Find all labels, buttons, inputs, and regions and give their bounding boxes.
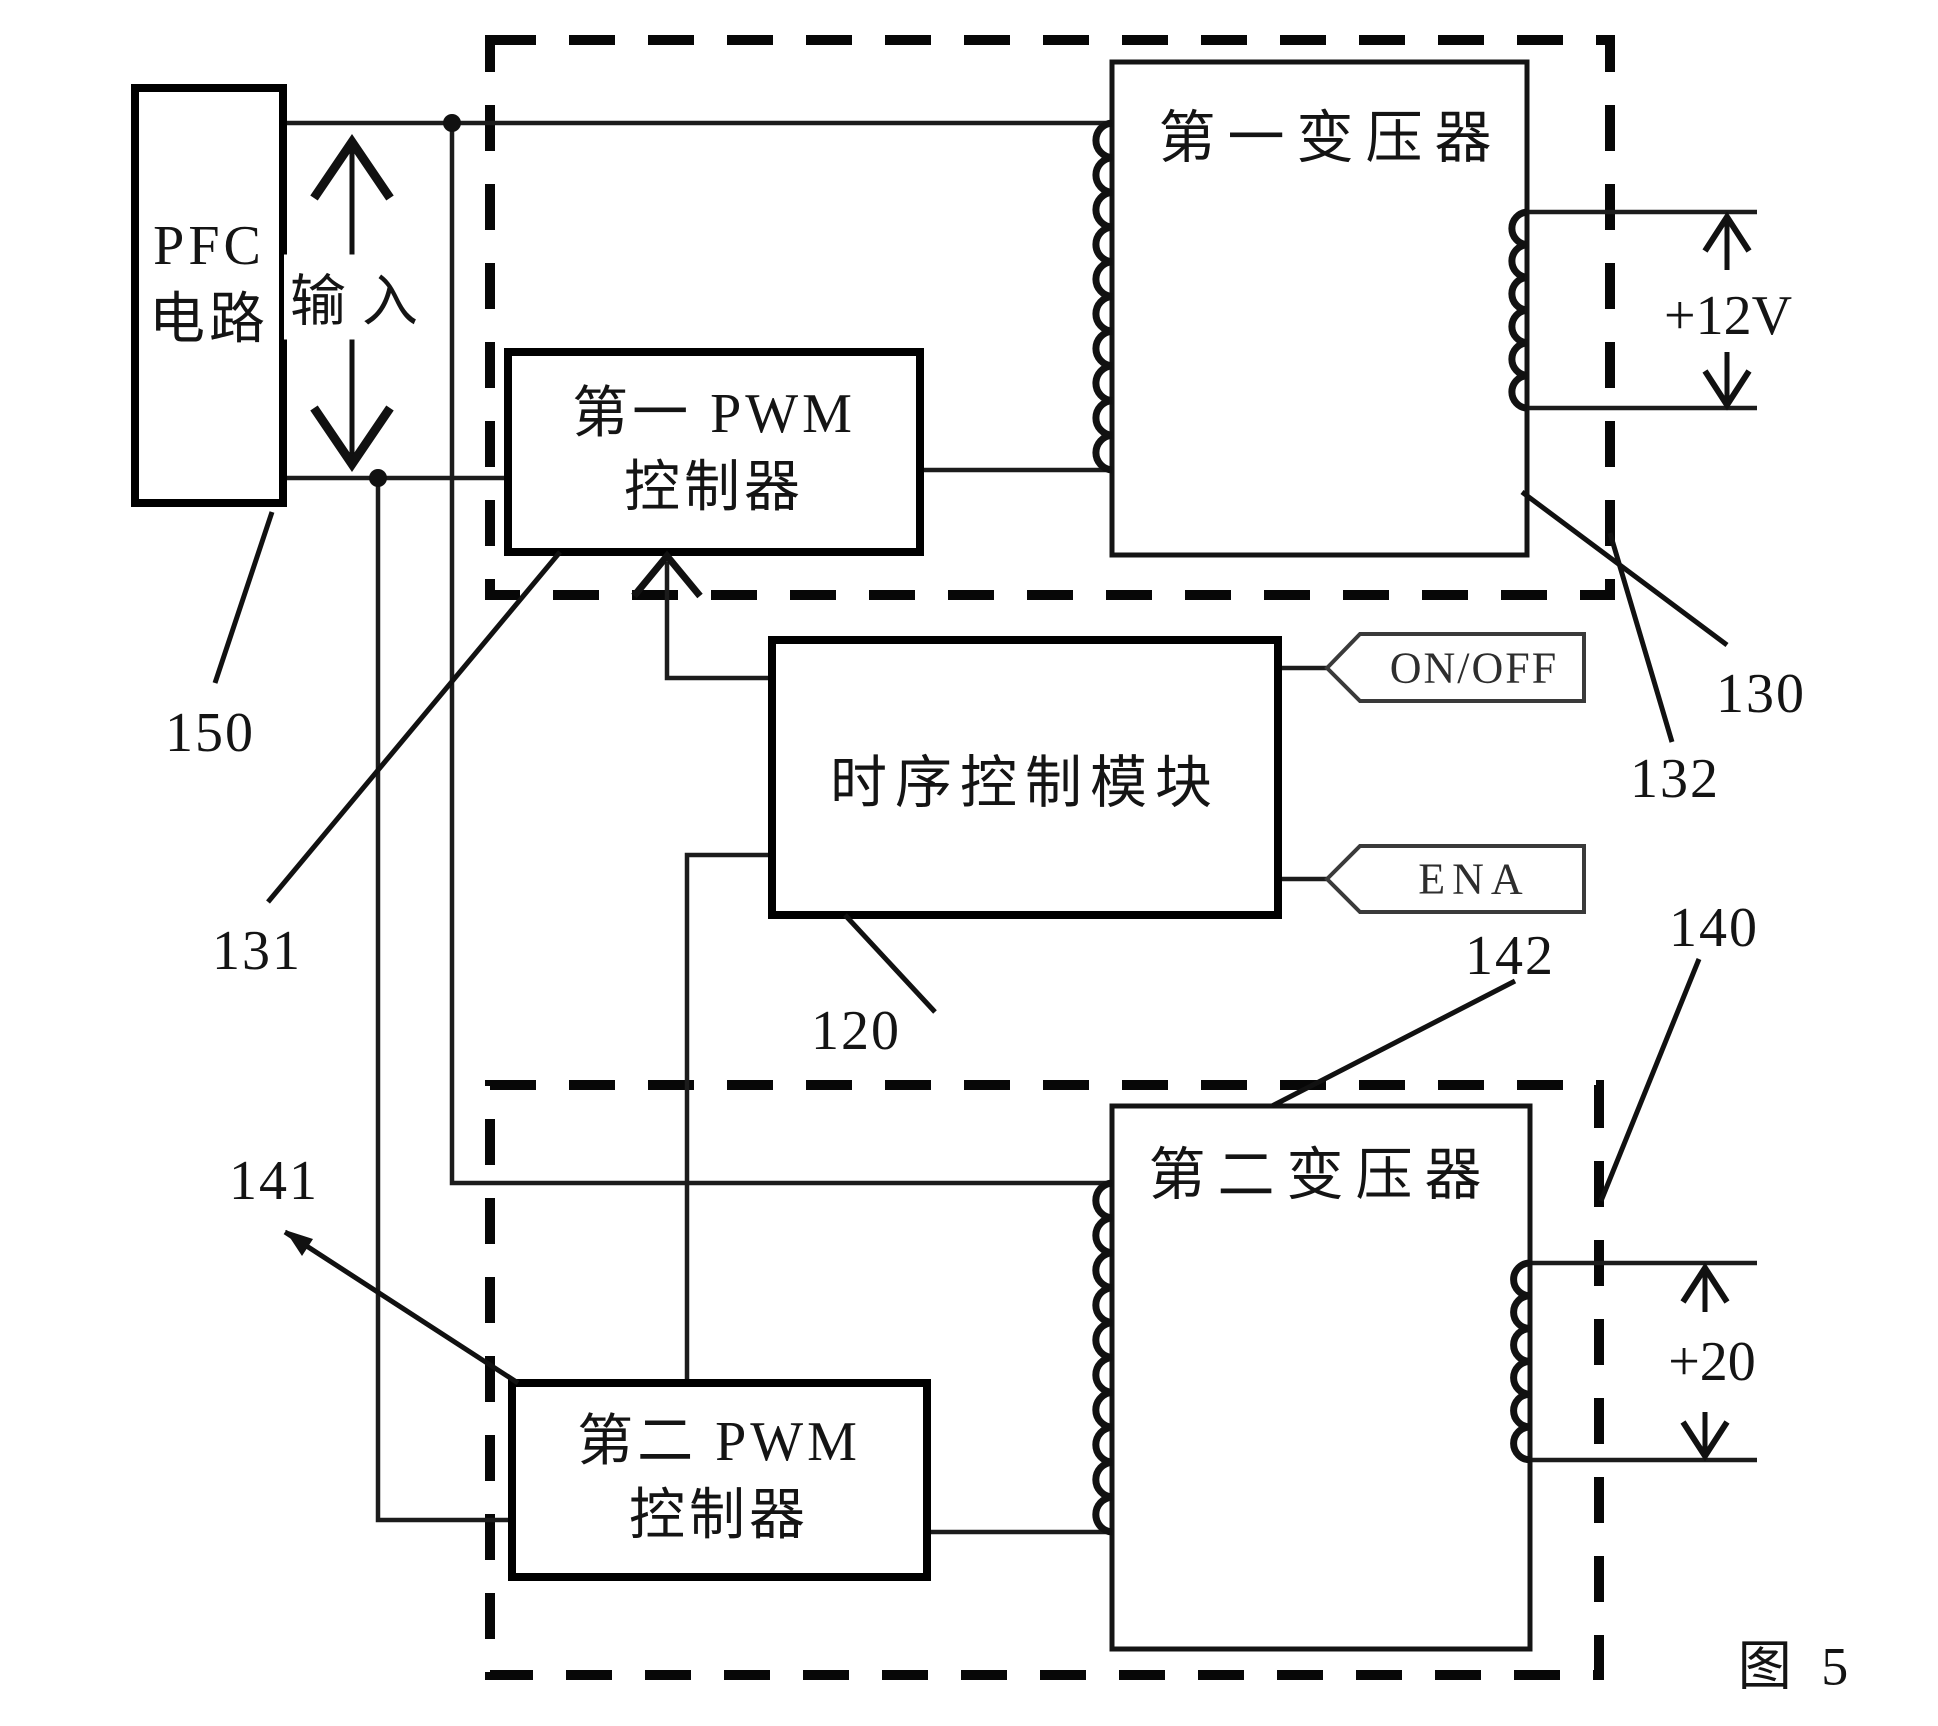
output-12v-arrows-icon: [1702, 211, 1752, 411]
leader-130: [1520, 489, 1729, 648]
ref-132: 132: [1630, 748, 1720, 810]
ref-142: 142: [1465, 925, 1555, 987]
junction-dot-top-rail: [443, 114, 461, 132]
leader-150: [212, 511, 275, 684]
wire-timing-to-pwm2: [684, 852, 772, 1383]
ena-tag-label: ENA: [1418, 854, 1530, 904]
input-label: 输入: [284, 254, 440, 340]
wire-timing-to-pwm1: [664, 562, 772, 681]
transformer2-box: [1109, 1103, 1533, 1652]
leader-141: [283, 1229, 520, 1386]
leader-132: [1607, 532, 1675, 743]
ref-131: 131: [212, 920, 302, 982]
figure-caption: 图 5: [1737, 1636, 1857, 1697]
leader-131: [266, 550, 562, 904]
onoff-tag-shape: [1324, 632, 1586, 703]
ref-140: 140: [1669, 897, 1759, 959]
pwm1-box: [504, 348, 924, 556]
pwm1-label: 第一 PWM 控制器: [572, 383, 856, 519]
output-20-arrows-icon: [1680, 1262, 1730, 1462]
leader-142: [1270, 978, 1517, 1109]
transformer2-secondary-coil: [1510, 1259, 1531, 1464]
leader-140: [1598, 958, 1702, 1202]
pwm2-label: 第二 PWM 控制器: [577, 1411, 861, 1547]
transformer2-label: 第二变压器: [1148, 1144, 1494, 1207]
dashed-box-first-supply: [485, 35, 1615, 600]
pfc-label: PFC 电路: [149, 215, 269, 351]
leader-141-arrowhead-icon: [285, 1230, 313, 1256]
transformer1-primary-coil: [1092, 119, 1113, 474]
ref-120: 120: [811, 1000, 901, 1062]
output-12v-label: +12V: [1663, 285, 1793, 347]
output-20-label: +20: [1668, 1331, 1756, 1393]
arrow-into-pwm1-icon: [631, 550, 703, 599]
transformer1-box: [1109, 59, 1530, 558]
leader-120: [843, 913, 937, 1014]
wires: [283, 120, 1757, 1535]
transformer1-secondary-coil: [1508, 208, 1528, 412]
ref-150: 150: [165, 702, 255, 764]
dashed-box-second-supply: [485, 1080, 1604, 1680]
transformer2-primary-coil: [1092, 1179, 1113, 1536]
leader-lines: [212, 489, 1729, 1386]
pwm2-box: [508, 1379, 931, 1581]
coils: [1092, 119, 1531, 1536]
ref-141: 141: [229, 1150, 319, 1212]
timing-module-box: [768, 636, 1282, 919]
wire-bus-to-transformer2-primary: [449, 123, 1112, 1186]
pfc-box: [131, 84, 287, 507]
onoff-tag-label: ON/OFF: [1389, 643, 1559, 693]
transformer1-label: 第一变压器: [1158, 107, 1504, 170]
ena-tag-shape: [1324, 844, 1586, 914]
wire-bus-to-pwm2-input: [375, 478, 512, 1523]
timing-module-label: 时序控制模块: [830, 752, 1220, 815]
junction-dot-bottom-rail: [369, 469, 387, 487]
ref-130: 130: [1716, 663, 1806, 725]
